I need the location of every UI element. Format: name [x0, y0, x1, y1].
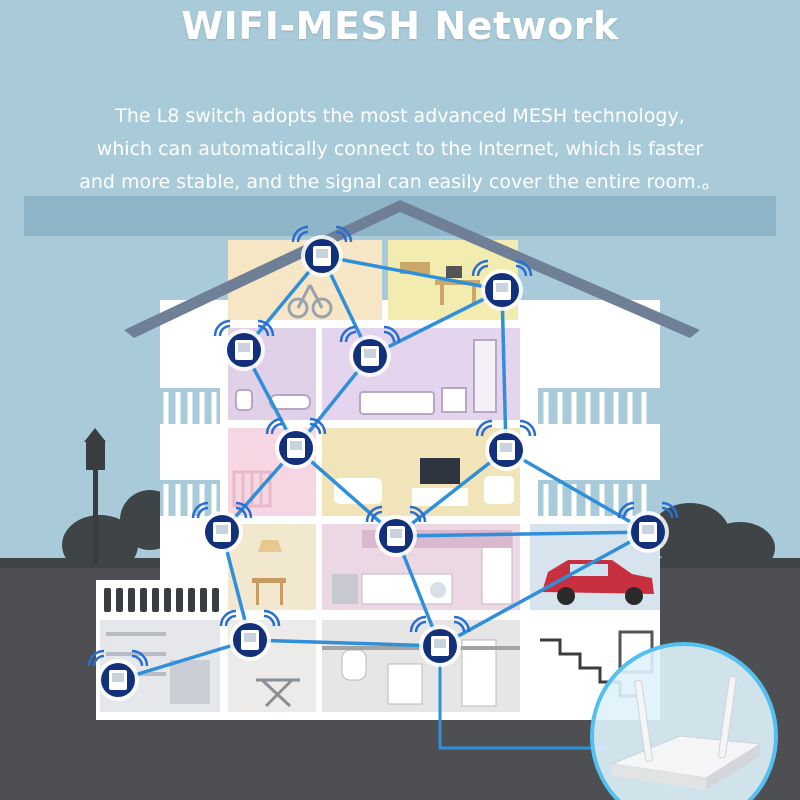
mesh-link [394, 448, 508, 538]
wifi-signal-icon [453, 615, 471, 633]
smart-switch-icon [191, 501, 253, 553]
wifi-signal-icon [257, 319, 275, 337]
description-line: which can automatically connect to the I… [96, 138, 704, 160]
wifi-signal-icon [339, 325, 357, 343]
page-title: WIFI-MESH Network [181, 4, 619, 48]
wifi-signal-icon [453, 620, 466, 633]
mesh-link [369, 288, 503, 358]
wifi-signal-icon [309, 417, 327, 435]
description-text: The L8 switch adopts the most advanced M… [40, 100, 760, 199]
wifi-signal-icon [622, 506, 635, 519]
wifi-signal-icon [519, 419, 537, 437]
tv-icon [334, 458, 514, 506]
right-balcony [538, 388, 660, 516]
wifi-signal-icon [131, 654, 144, 667]
mesh-link [439, 530, 649, 648]
wifi-signal-icon [383, 330, 396, 343]
smart-switch-icon [213, 319, 275, 371]
smart-switch-icon [339, 325, 401, 377]
bed-icon [359, 339, 497, 415]
smart-switch-icon [87, 649, 149, 701]
mesh-link [294, 446, 398, 538]
router-cable [438, 648, 610, 750]
wifi-signal-icon [270, 422, 283, 435]
wifi-signal-icon [219, 609, 237, 627]
wifi-signal-icon [92, 654, 105, 667]
wifi-signal-icon [213, 319, 231, 337]
wifi-signal-icon [87, 649, 105, 667]
smart-switch-icon [291, 225, 353, 277]
wifi-signal-icon [370, 510, 383, 523]
wifi-signal-icon [335, 225, 353, 243]
ironing-board-icon [256, 678, 300, 708]
wifi-signal-icon [519, 424, 532, 437]
wifi-signal-icon [291, 225, 309, 243]
wifi-signal-icon [661, 506, 674, 519]
wifi-signal-icon [296, 230, 309, 243]
smart-switch-icon [471, 259, 533, 311]
wifi-signal-icon [617, 501, 635, 519]
smart-switch-icon [219, 609, 281, 661]
wifi-signal-icon [191, 501, 209, 519]
annex-railing [104, 588, 219, 612]
mesh-switches [87, 225, 679, 701]
wifi-signal-icon [383, 325, 401, 343]
wifi-signal-icon [365, 505, 383, 523]
mesh-link [249, 638, 441, 648]
router-icon [590, 642, 778, 800]
mesh-link [395, 530, 649, 538]
smart-switch-icon [265, 417, 327, 469]
wifi-signal-icon [265, 417, 283, 435]
bathtub-icon [235, 389, 311, 411]
smart-switch-icon [409, 615, 471, 667]
wifi-signal-icon [409, 505, 427, 523]
mesh-link [505, 448, 649, 534]
wifi-signal-icon [471, 259, 489, 277]
wifi-signal-icon [235, 506, 248, 519]
wifi-signal-icon [409, 615, 427, 633]
description-line: The L8 switch adopts the most advanced M… [115, 105, 685, 127]
left-balcony [160, 388, 220, 516]
wifi-signal-icon [309, 422, 322, 435]
wifi-signal-icon [224, 614, 237, 627]
wifi-signal-icon [515, 259, 533, 277]
dining-table-icon [252, 540, 286, 605]
wifi-signal-icon [480, 424, 493, 437]
wifi-signal-icon [475, 419, 493, 437]
smart-switch-icon [475, 419, 537, 471]
wifi-signal-icon [196, 506, 209, 519]
mesh-link [321, 254, 503, 292]
description-line: and more stable, and the signal can easi… [79, 171, 721, 193]
wifi-signal-icon [661, 501, 679, 519]
street-lamp-icon [84, 428, 106, 565]
wifi-signal-icon [344, 330, 357, 343]
wifi-signal-icon [235, 501, 253, 519]
wifi-signal-icon [131, 649, 149, 667]
smart-switch-icon [617, 501, 679, 553]
exercise-bike-icon [287, 284, 333, 319]
wifi-signal-icon [263, 609, 281, 627]
wifi-signal-icon [218, 324, 231, 337]
wifi-signal-icon [335, 230, 348, 243]
smart-switch-icon [365, 505, 427, 557]
wifi-signal-icon [515, 264, 528, 277]
wifi-signal-icon [257, 324, 270, 337]
wifi-signal-icon [476, 264, 489, 277]
car-icon [542, 560, 654, 605]
room-dining [228, 524, 316, 610]
wifi-signal-icon [409, 510, 422, 523]
mesh-link [117, 638, 251, 682]
wifi-signal-icon [263, 614, 276, 627]
wifi-signal-icon [414, 620, 427, 633]
boiler-icon [322, 639, 520, 707]
mesh-link [500, 289, 508, 451]
